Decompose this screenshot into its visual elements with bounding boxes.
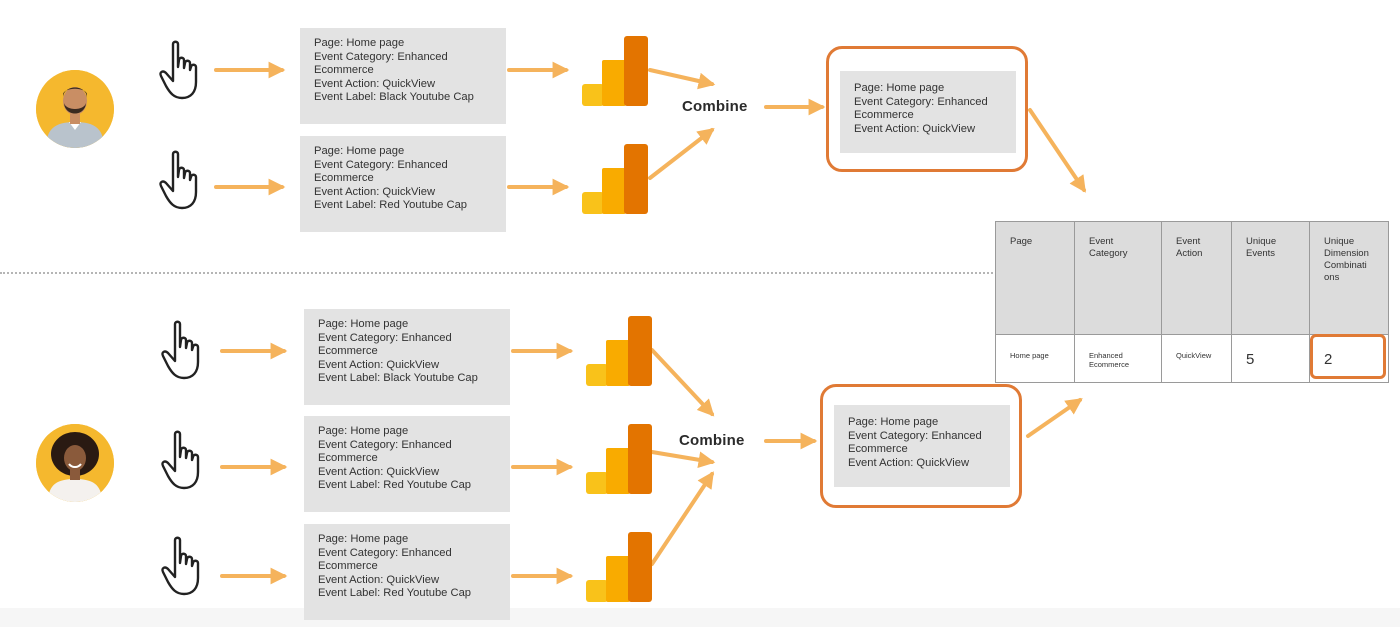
hit-category: Event Category: Enhanced [318,331,452,344]
combine-label: Combine [679,432,745,449]
arrow-result-to-table [1026,398,1083,438]
event-hit-card: Page: Home page Event Category: Enhanced… [304,416,510,512]
hit-page: Page: Home page [318,533,409,545]
event-hit-card: Page: Home page Event Category: Enhanced… [304,524,510,620]
highlighted-value-frame [1310,334,1386,379]
man-avatar-icon [36,70,114,148]
cell-page: Home page [995,334,1075,383]
combined-result-frame [826,46,1028,172]
hit-action: Event Action: QuickView [318,465,440,478]
hit-action: Event Action: QuickView [318,358,440,371]
result-action: Event Action: QuickView [848,456,970,469]
google-analytics-icon [584,316,656,386]
result-page: Page: Home page [848,416,939,428]
hit-category: Event Category: Enhanced [318,438,452,451]
hit-page: Page: Home page [314,145,405,157]
section-divider [0,272,1000,274]
hand-pointer-icon [160,430,212,492]
arrow-ga-to-combine [650,471,714,566]
combined-result-frame [820,384,1022,508]
google-analytics-icon [584,532,656,602]
arrow-ga-to-combine [650,348,715,417]
cell-unique-events: 5 [1231,334,1310,383]
hit-page: Page: Home page [318,425,409,437]
hit-category-cont: Ecommerce [318,345,378,358]
arrow-ga-to-combine [648,68,716,90]
google-analytics-icon [580,144,652,214]
hit-label: Event Label: Black Youtube Cap [318,372,478,385]
event-hit-card: Page: Home page Event Category: Enhanced… [300,136,506,232]
hit-category: Event Category: Enhanced [318,546,452,559]
hit-category-cont: Ecommerce [314,172,374,185]
combined-result-card: Page: Home page Event Category: Enhanced… [840,71,1016,153]
hit-category-cont: Ecommerce [314,64,374,77]
header-page: Page [995,221,1075,335]
result-action: Event Action: QuickView [854,122,976,135]
cell-unique-dimension-combinations: 2 [1309,334,1389,383]
hit-category: Event Category: Enhanced [314,158,448,171]
result-category: Event Category: Enhanced [848,429,982,442]
hit-action: Event Action: QuickView [314,185,436,198]
hand-pointer-icon [160,536,212,598]
result-page: Page: Home page [854,82,945,94]
hit-label: Event Label: Red Youtube Cap [314,199,468,212]
google-analytics-icon [580,36,652,106]
arrow-ga-to-combine [648,127,715,180]
hit-action: Event Action: QuickView [318,573,440,586]
hand-pointer-icon [158,40,210,102]
google-analytics-icon [584,424,656,494]
event-hit-card: Page: Home page Event Category: Enhanced… [304,309,510,405]
hit-label: Event Label: Red Youtube Cap [318,587,472,600]
combine-label: Combine [682,98,748,115]
arrow-ga-to-combine [650,450,716,469]
cell-event-action: QuickView [1161,334,1232,383]
hit-action: Event Action: QuickView [314,77,436,90]
hand-pointer-icon [160,320,212,382]
woman-avatar-icon [36,424,114,502]
hit-category-cont: Ecommerce [318,452,378,465]
footer-band [0,608,1400,627]
hit-label: Event Label: Red Youtube Cap [318,479,472,492]
result-category-cont: Ecommerce [848,443,908,456]
hit-page: Page: Home page [318,318,409,330]
event-hit-card: Page: Home page Event Category: Enhanced… [300,28,506,124]
hit-category: Event Category: Enhanced [314,50,448,63]
hit-label: Event Label: Black Youtube Cap [314,91,474,104]
hand-pointer-icon [158,150,210,212]
hit-page: Page: Home page [314,37,405,49]
arrow-result-to-table [1028,108,1086,193]
result-category-cont: Ecommerce [854,109,914,122]
result-category: Event Category: Enhanced [854,95,988,108]
combined-result-card: Page: Home page Event Category: Enhanced… [834,405,1010,487]
hit-category-cont: Ecommerce [318,560,378,573]
